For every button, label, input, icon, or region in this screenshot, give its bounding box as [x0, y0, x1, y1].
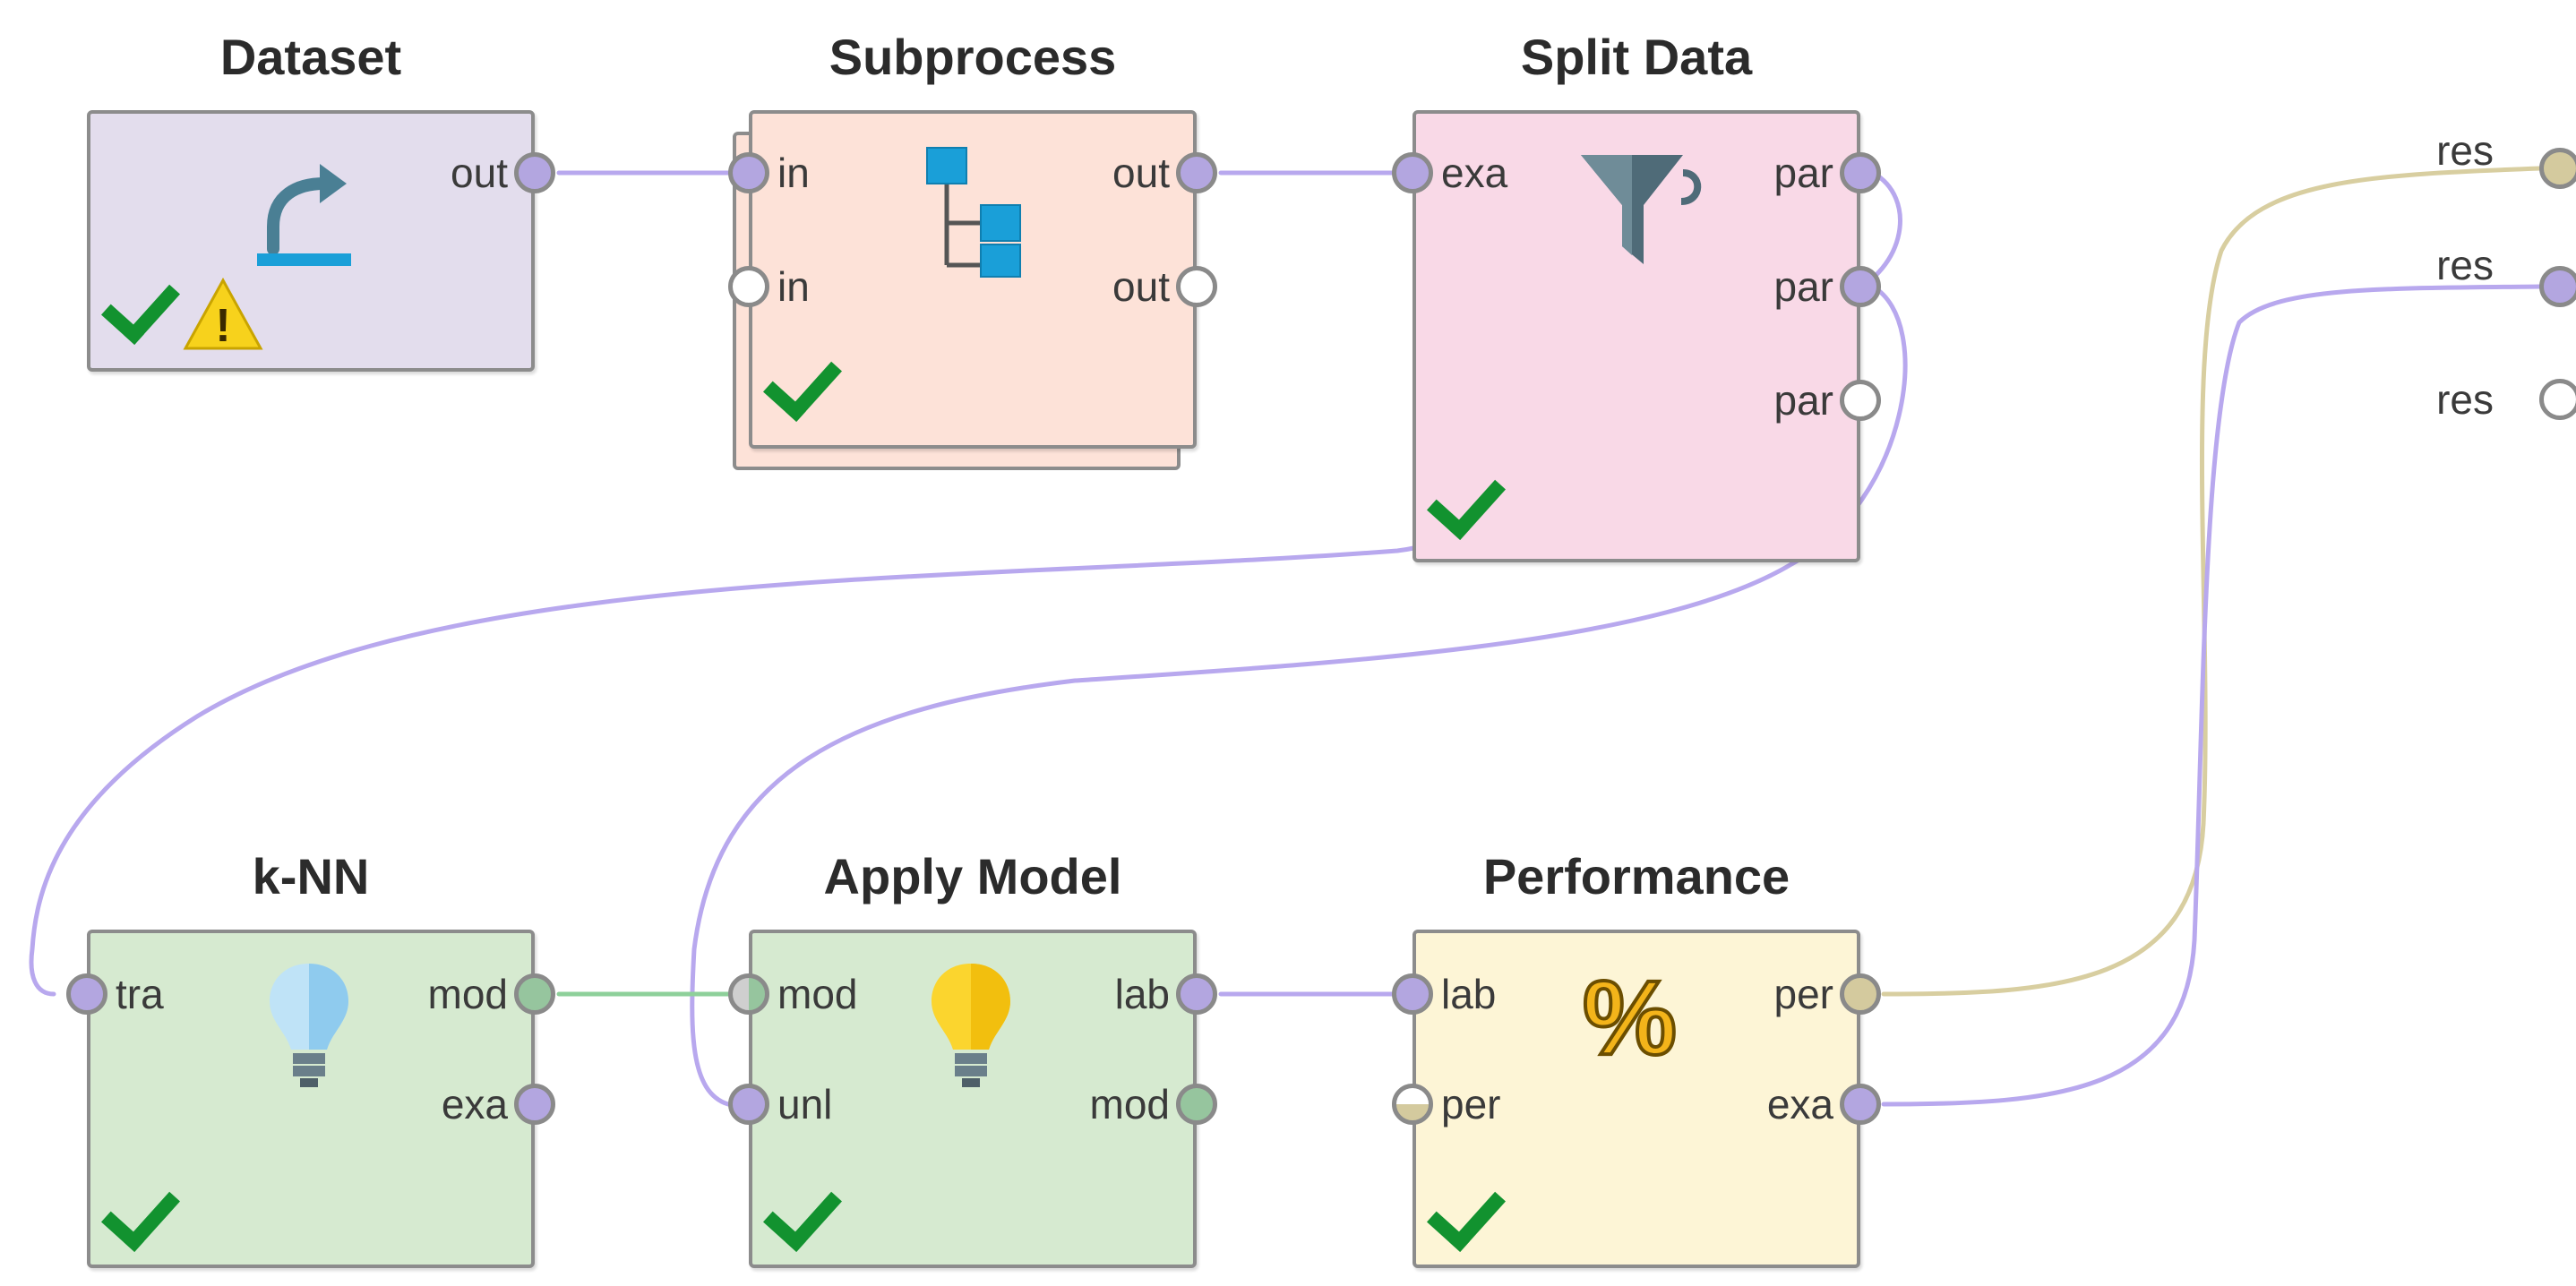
port-label-in: in [777, 150, 810, 196]
port-label-mod: mod [777, 971, 858, 1017]
retrieve-arrow-icon [257, 164, 351, 266]
operator-performance[interactable]: Performance % lab per per exa [1413, 848, 1860, 1268]
operator-title: Dataset [219, 29, 402, 85]
port-apply-unl[interactable] [728, 1084, 769, 1125]
operator-title: Subprocess [829, 29, 1117, 85]
port-split-par1[interactable] [1840, 152, 1881, 193]
result-port-1[interactable] [2539, 148, 2576, 189]
operator-knn[interactable]: k-NN tra mod exa [87, 848, 535, 1268]
port-label-mod: mod [427, 971, 508, 1017]
port-label-exa: exa [1441, 150, 1508, 196]
result-port-label: res [2436, 376, 2494, 423]
operator-body [87, 110, 535, 372]
port-label-par: par [1773, 377, 1833, 424]
operator-title: k-NN [252, 848, 370, 904]
result-port-3[interactable] [2539, 379, 2576, 420]
port-label-out: out [451, 150, 508, 196]
port-label-per: per [1441, 1081, 1501, 1127]
result-port-label: res [2436, 127, 2494, 174]
warning-icon: ! [183, 277, 263, 352]
port-subprocess-in1[interactable] [728, 152, 769, 193]
port-knn-mod[interactable] [514, 973, 555, 1015]
port-dataset-out[interactable] [514, 152, 555, 193]
result-port-label: res [2436, 242, 2494, 288]
port-label-exa: exa [441, 1081, 508, 1127]
wire-perf-exa-to-res2 [1881, 284, 2543, 1107]
port-label-unl: unl [777, 1081, 833, 1127]
wire-perf-per-to-res1 [1881, 166, 2543, 997]
port-label-in: in [777, 263, 810, 310]
lightbulb-blue-icon [270, 964, 348, 1087]
port-label-lab: lab [1441, 971, 1497, 1017]
operator-title: Split Data [1520, 29, 1753, 85]
funnel-icon [1581, 155, 1702, 264]
port-label-par: par [1773, 150, 1833, 196]
port-split-exa[interactable] [1392, 152, 1433, 193]
port-split-par3[interactable] [1840, 380, 1881, 421]
operator-apply-model[interactable]: Apply Model mod unl lab mod [749, 848, 1197, 1268]
port-subprocess-out1[interactable] [1176, 152, 1217, 193]
port-performance-lab[interactable] [1392, 973, 1433, 1015]
port-label-per: per [1773, 971, 1833, 1017]
port-label-tra: tra [116, 971, 164, 1017]
wire-split-par2-to-apply-unl [690, 284, 1908, 1107]
port-label-lab: lab [1114, 971, 1170, 1017]
port-label-par: par [1773, 263, 1833, 310]
port-knn-tra[interactable] [66, 973, 107, 1015]
port-subprocess-in2[interactable] [728, 266, 769, 307]
port-label-out: out [1112, 263, 1170, 310]
percent-icon: % [1581, 959, 1679, 1077]
port-apply-lab[interactable] [1176, 973, 1217, 1015]
operator-title: Apply Model [823, 848, 1122, 904]
lightbulb-yellow-icon [932, 964, 1010, 1087]
port-apply-mod-out[interactable] [1176, 1084, 1217, 1125]
port-split-par2[interactable] [1840, 266, 1881, 307]
warning-mark: ! [215, 300, 230, 352]
port-apply-mod[interactable] [728, 973, 769, 1015]
port-performance-per-in[interactable] [1392, 1084, 1433, 1125]
operator-body [1413, 930, 1860, 1268]
port-performance-per-out[interactable] [1840, 973, 1881, 1015]
subprocess-tree-icon [926, 147, 1021, 278]
port-subprocess-out2[interactable] [1176, 266, 1217, 307]
port-label-mod: mod [1089, 1081, 1170, 1127]
port-performance-exa[interactable] [1840, 1084, 1881, 1125]
result-port-2[interactable] [2539, 266, 2576, 307]
operator-dataset[interactable]: Dataset out ! [87, 29, 535, 372]
operator-split-data[interactable]: Split Data exa par par par [1413, 29, 1860, 562]
port-label-exa: exa [1766, 1081, 1833, 1127]
operator-subprocess[interactable]: Subprocess in in out out [749, 29, 1197, 449]
port-knn-exa[interactable] [514, 1084, 555, 1125]
operator-title: Performance [1482, 848, 1790, 904]
port-label-out: out [1112, 150, 1170, 196]
